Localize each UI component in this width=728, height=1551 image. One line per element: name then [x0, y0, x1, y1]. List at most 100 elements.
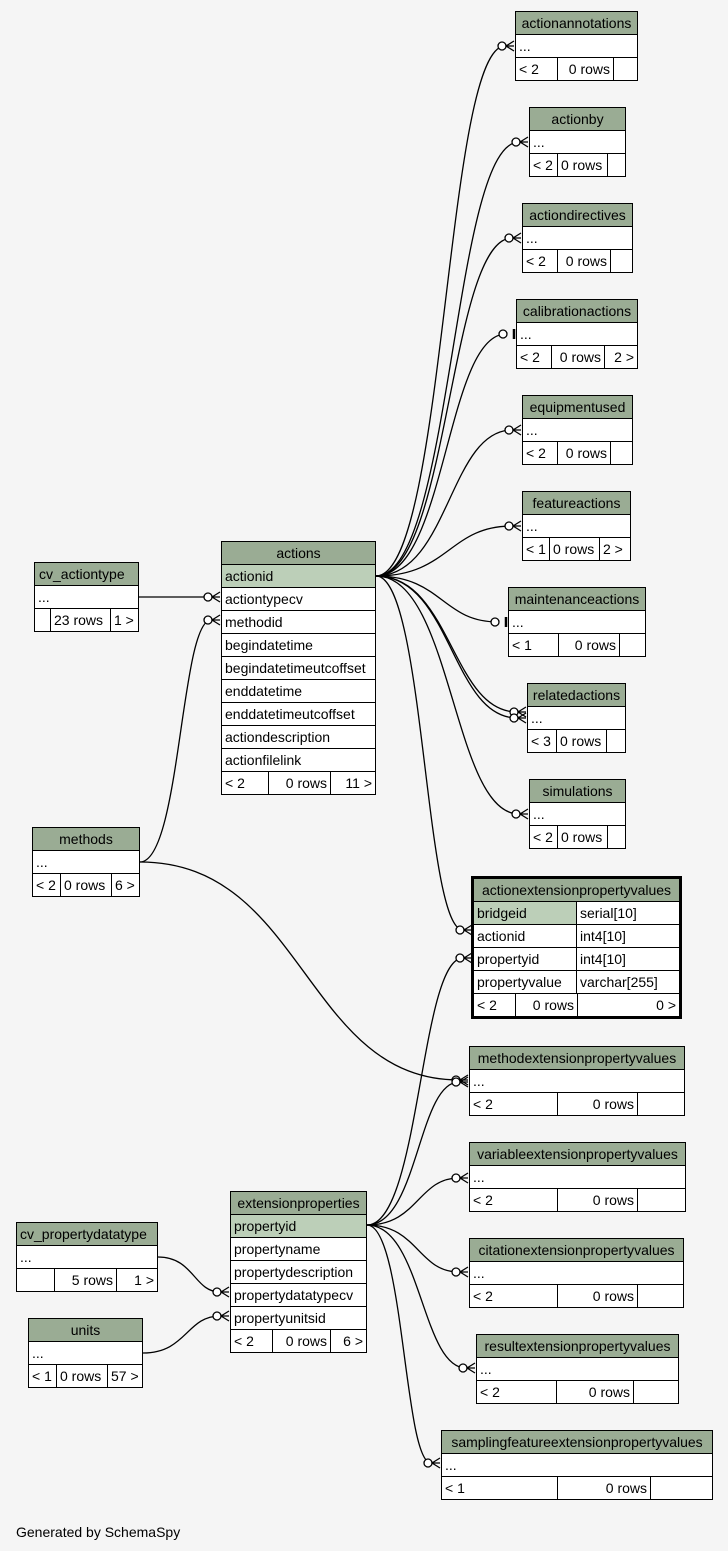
table-actionextensionpropertyvalues[interactable]: actionextensionpropertyvalues bridgeid s…	[471, 876, 682, 1019]
table-resultextensionpropertyvalues[interactable]: resultextensionpropertyvalues ... < 2 0 …	[476, 1334, 679, 1404]
table-citationextensionpropertyvalues[interactable]: citationextensionpropertyvalues ... < 2 …	[469, 1238, 684, 1308]
table-title: samplingfeatureextensionpropertyvalues	[442, 1431, 712, 1454]
table-units[interactable]: units ... < 1 0 rows 57 >	[28, 1318, 143, 1388]
relationship-line	[375, 575, 518, 719]
table-row: bridgeid serial[10]	[474, 902, 679, 925]
table-row: propertydescription	[231, 1261, 366, 1284]
table-footer: < 2 0 rows	[530, 826, 625, 848]
table-footer: < 1 0 rows	[442, 1477, 712, 1499]
table-row: methodid	[222, 611, 375, 634]
table-title: resultextensionpropertyvalues	[477, 1335, 678, 1358]
table-cv_actiontype[interactable]: cv_actiontype ... 23 rows 1 >	[34, 562, 139, 632]
table-row: ...	[530, 803, 625, 826]
table-footer: < 2 0 rows 6 >	[33, 874, 139, 896]
relationship-line	[375, 575, 518, 713]
table-row: ...	[470, 1262, 683, 1285]
table-featureactions[interactable]: featureactions ... < 1 0 rows 2 >	[522, 491, 631, 561]
optional-marker	[497, 41, 507, 51]
table-methods[interactable]: methods ... < 2 0 rows 6 >	[32, 827, 140, 897]
table-title: featureactions	[523, 492, 630, 515]
optional-marker	[451, 1267, 461, 1277]
optional-marker	[423, 1458, 433, 1468]
table-actionby[interactable]: actionby ... < 2 0 rows	[529, 107, 626, 177]
table-row: enddatetimeutcoffset	[222, 703, 375, 726]
many-marker	[519, 136, 529, 148]
table-row: ...	[523, 227, 632, 250]
optional-marker	[490, 617, 500, 627]
table-relatedactions[interactable]: relatedactions ... < 3 0 rows	[527, 683, 626, 753]
optional-marker	[455, 925, 465, 935]
many-marker	[512, 520, 522, 532]
table-row: actiontypecv	[222, 588, 375, 611]
optional-marker	[509, 713, 519, 723]
table-equipmentused[interactable]: equipmentused ... < 2 0 rows	[522, 395, 633, 465]
table-actiondirectives[interactable]: actiondirectives ... < 2 0 rows	[522, 203, 633, 273]
many-marker	[220, 1310, 230, 1322]
relationship-line	[375, 141, 520, 577]
table-row: ...	[523, 419, 632, 442]
relationship-line	[375, 575, 520, 815]
table-footer: < 1 0 rows 2 >	[523, 538, 630, 560]
optional-marker	[458, 1363, 468, 1373]
table-footer: < 2 0 rows 6 >	[231, 1330, 366, 1352]
table-extensionproperties[interactable]: extensionproperties propertyid propertyn…	[230, 1191, 367, 1353]
many-marker	[431, 1457, 441, 1469]
relationship-line	[366, 1224, 432, 1464]
many-marker	[459, 1172, 469, 1184]
relationship-line	[366, 957, 464, 1226]
many-marker	[517, 712, 527, 724]
many-marker	[517, 706, 527, 718]
table-row: ...	[442, 1454, 712, 1477]
table-row: propertyvalue varchar[255]	[474, 971, 679, 994]
table-title: relatedactions	[528, 684, 625, 707]
relationship-line	[157, 1256, 221, 1293]
table-footer: 23 rows 1 >	[35, 609, 138, 631]
table-actionannotations[interactable]: actionannotations ... < 2 0 rows	[515, 11, 638, 81]
relationship-line	[375, 575, 464, 931]
generated-by-footer: Generated by SchemaSpy	[16, 1524, 181, 1540]
table-methodextensionpropertyvalues[interactable]: methodextensionpropertyvalues ... < 2 0 …	[469, 1046, 685, 1116]
table-simulations[interactable]: simulations ... < 2 0 rows	[529, 779, 626, 849]
many-marker	[463, 924, 473, 936]
table-title: variableextensionpropertyvalues	[470, 1143, 685, 1166]
relationship-line	[139, 619, 212, 863]
relationship-line	[366, 1177, 460, 1226]
table-row: actionid	[222, 565, 375, 588]
table-title: cv_propertydatatype	[17, 1223, 157, 1246]
optional-marker	[504, 521, 514, 531]
table-footer: < 2 0 rows	[523, 250, 632, 272]
table-row: begindatetime	[222, 634, 375, 657]
relationship-line	[142, 1315, 221, 1354]
table-title: actiondirectives	[523, 204, 632, 227]
table-row: propertyid int4[10]	[474, 948, 679, 971]
table-row: ...	[29, 1342, 142, 1365]
table-title: actions	[222, 542, 375, 565]
optional-marker	[504, 425, 514, 435]
many-marker	[512, 424, 522, 436]
optional-marker	[203, 615, 213, 625]
table-row: ...	[517, 323, 637, 346]
table-calibrationactions[interactable]: calibrationactions ... < 2 0 rows 2 >	[516, 299, 638, 369]
table-row: ...	[470, 1166, 685, 1189]
table-title: equipmentused	[523, 396, 632, 419]
table-cv_propertydatatype[interactable]: cv_propertydatatype ... 5 rows 1 >	[16, 1222, 158, 1292]
table-row: ...	[470, 1070, 684, 1093]
table-title: methods	[33, 828, 139, 851]
table-row: ...	[33, 851, 139, 874]
table-row: propertydatatypecv	[231, 1284, 366, 1307]
table-maintenanceactions[interactable]: maintenanceactions ... < 1 0 rows	[508, 587, 646, 657]
table-variableextensionpropertyvalues[interactable]: variableextensionpropertyvalues ... < 2 …	[469, 1142, 686, 1212]
table-row: ...	[523, 515, 630, 538]
table-row: enddatetime	[222, 680, 375, 703]
table-footer: < 2 0 rows 11 >	[222, 772, 375, 794]
table-actions[interactable]: actions actionid actiontypecv methodid b…	[221, 541, 376, 795]
table-footer: < 2 0 rows 0 >	[474, 994, 679, 1016]
relationship-line	[366, 1224, 460, 1273]
optional-marker	[212, 1287, 222, 1297]
many-marker	[512, 232, 522, 244]
many-marker	[220, 1286, 230, 1298]
relationship-line	[375, 575, 499, 623]
table-samplingfeatureextensionpropertyvalues[interactable]: samplingfeatureextensionpropertyvalues .…	[441, 1430, 713, 1500]
many-marker	[505, 40, 515, 52]
